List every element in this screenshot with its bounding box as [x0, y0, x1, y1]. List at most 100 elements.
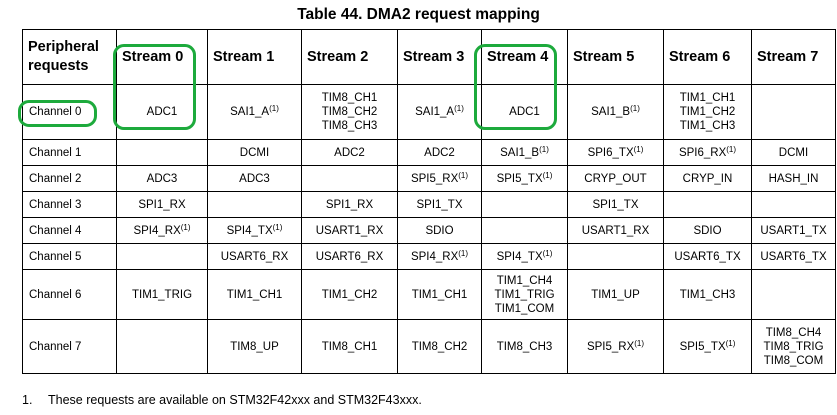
request-name: SPI4_TX	[496, 250, 543, 263]
request-entry: TIM1_CH2	[302, 288, 397, 302]
stream-header: Stream 6	[663, 29, 752, 85]
table-cell: SPI4_RX(1)	[397, 243, 482, 270]
table-cell: TIM1_CH1	[207, 269, 302, 320]
request-name: HASH_IN	[768, 172, 819, 185]
table-cell: TIM8_CH2	[397, 319, 482, 374]
footnote-marker: (1)	[630, 104, 640, 113]
request-name: TIM8_CH1	[321, 92, 378, 104]
request-entry: TIM8_CH2	[398, 340, 481, 354]
channel-label: Channel 7	[22, 319, 117, 374]
table-cell: DCMI	[207, 139, 302, 166]
request-entry: TIM8_UP	[208, 340, 301, 354]
request-name: SDIO	[693, 224, 722, 237]
request-entry: ADC3	[117, 172, 207, 186]
footnote: 1.These requests are available on STM32F…	[22, 392, 422, 408]
request-name: ADC3	[239, 172, 270, 185]
request-entry: TIM1_CH1	[208, 288, 301, 302]
request-name: DCMI	[778, 146, 809, 159]
request-name: SAI1_B	[591, 106, 631, 118]
request-name: SAI1_A	[230, 106, 270, 118]
request-entry: TIM1_CH4	[482, 274, 567, 288]
table-cell: ADC1	[116, 84, 208, 140]
table-cell: CRYP_IN	[663, 165, 752, 192]
request-entry: TIM8_CH3	[302, 119, 397, 133]
request-name: TIM1_CH4	[496, 274, 553, 287]
request-entry: SPI5_RX(1)	[398, 171, 481, 186]
request-entry: TIM1_UP	[568, 288, 663, 302]
request-name: SPI1_TX	[592, 198, 639, 211]
peripheral-requests-header: Peripheral requests	[22, 29, 117, 85]
request-entry: TIM8_CH3	[482, 340, 567, 354]
request-entry: CRYP_IN	[664, 172, 751, 186]
request-entry: ADC2	[302, 146, 397, 160]
table-cell: SAI1_A(1)	[397, 84, 482, 140]
table-cell	[481, 217, 568, 244]
table-cell: SPI1_RX	[301, 191, 398, 218]
request-name: DCMI	[239, 146, 270, 159]
table-cell: SPI4_TX(1)	[207, 217, 302, 244]
dma2-request-mapping-table: Peripheral requests Stream 0 Stream 1 St…	[22, 29, 836, 374]
footnote-marker: (1)	[180, 222, 191, 232]
request-entry: TIM8_COM	[752, 354, 835, 368]
request-name: SPI5_TX	[496, 172, 543, 185]
request-entry: USART6_TX	[664, 250, 751, 264]
request-entry: SPI1_TX	[398, 198, 481, 212]
table-cell: USART6_RX	[301, 243, 398, 270]
table-cell: ADC2	[397, 139, 482, 166]
table-cell: TIM1_TRIG	[116, 269, 208, 320]
table-cell: SPI6_RX(1)	[663, 139, 752, 166]
request-entry: DCMI	[752, 146, 835, 160]
request-entry: SPI6_RX(1)	[664, 145, 751, 160]
request-entry: SDIO	[398, 224, 481, 238]
request-entry: ADC1	[482, 105, 567, 119]
request-name: ADC2	[424, 146, 455, 159]
request-name: TIM8_CH2	[321, 106, 378, 118]
request-name: ADC1	[509, 106, 540, 118]
request-name: TIM8_CH3	[321, 120, 378, 132]
request-entry: TIM8_TRIG	[752, 340, 835, 354]
request-entry: SPI1_TX	[568, 198, 663, 212]
table-cell	[567, 243, 664, 270]
table-cell: DCMI	[751, 139, 836, 166]
request-entry: ADC1	[117, 105, 207, 119]
table-cell: TIM8_CH3	[481, 319, 568, 374]
request-entry: SAI1_A(1)	[398, 105, 481, 119]
request-entry: USART6_RX	[208, 250, 301, 264]
table-cell: CRYP_OUT	[567, 165, 664, 192]
stream-header: Stream 7	[751, 29, 836, 85]
request-name: SAI1_A	[415, 106, 455, 118]
request-entry: SPI4_TX(1)	[208, 223, 301, 238]
request-entry: ADC3	[208, 172, 301, 186]
request-name: CRYP_IN	[682, 172, 733, 185]
table-cell	[116, 319, 208, 374]
request-entry: SPI5_RX(1)	[568, 339, 663, 354]
request-name: SPI4_RX	[410, 250, 459, 263]
request-name: USART6_TX	[674, 250, 741, 263]
footnote-marker: (1)	[542, 248, 553, 258]
request-name: SPI6_TX	[587, 146, 634, 159]
request-name: TIM1_CH2	[321, 288, 378, 301]
request-name: TIM1_UP	[591, 288, 640, 301]
table-cell: SPI1_RX	[116, 191, 208, 218]
request-name: USART6_RX	[220, 250, 289, 263]
request-entry: ADC2	[398, 146, 481, 160]
request-entry: SPI5_TX(1)	[482, 170, 567, 186]
footnote-marker: (1)	[542, 170, 553, 180]
table-cell: USART1_RX	[567, 217, 664, 244]
channel-label: Channel 0	[22, 84, 117, 140]
request-name: ADC2	[334, 146, 365, 159]
request-name: SPI4_TX	[226, 224, 273, 237]
request-name: TIM8_CH2	[411, 340, 468, 353]
request-name: TIM8_COM	[763, 354, 824, 367]
request-entry: USART1_RX	[568, 224, 663, 238]
request-entry: SPI5_TX(1)	[664, 339, 751, 354]
request-name: USART1_RX	[581, 224, 650, 237]
table-cell: SAI1_B(1)	[481, 139, 568, 166]
request-name: SPI6_RX	[678, 146, 727, 159]
